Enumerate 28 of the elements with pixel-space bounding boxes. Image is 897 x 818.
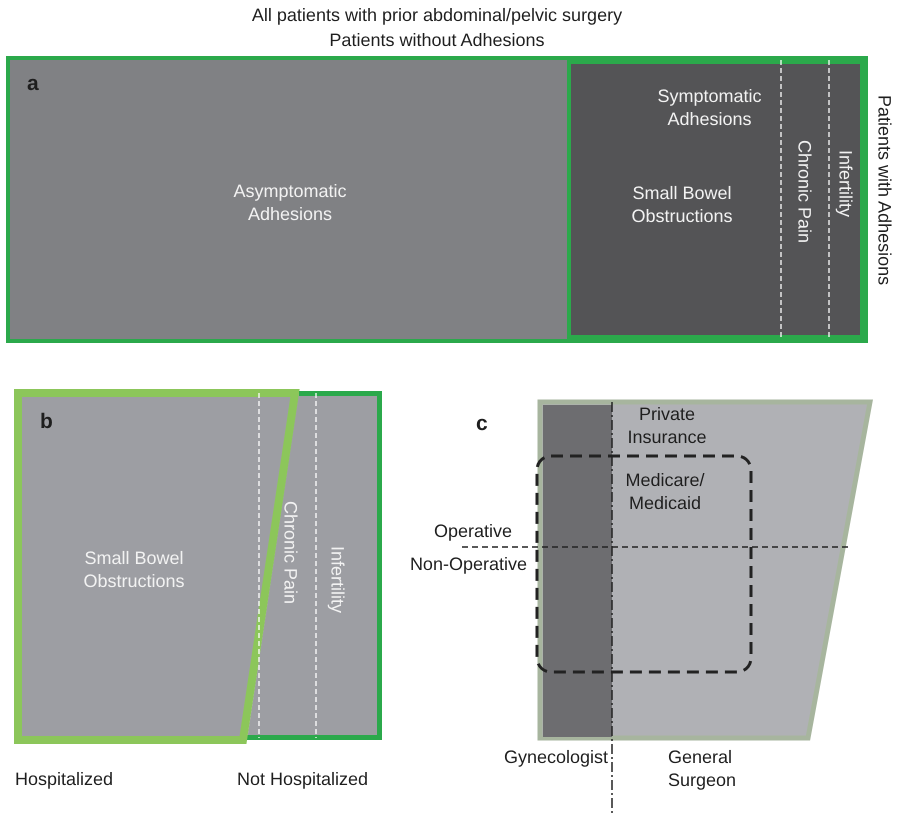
axis-label: Non-Operative [408, 553, 527, 576]
region-label: Infertility [326, 546, 348, 614]
caption-text: All patients with prior abdominal/pelvic surgery [250, 4, 624, 27]
caption-text: Patients without Adhesions [328, 29, 546, 52]
panel-letter: b [40, 409, 53, 435]
region-label: Chronic Pain [793, 140, 816, 244]
region-label: Medicare/ Medicaid [624, 469, 706, 516]
caption-text: Gynecologist [502, 746, 608, 769]
panel-letter: c [476, 411, 488, 437]
region-label: Private Insurance [626, 403, 708, 450]
caption-text: General Surgeon [668, 746, 738, 792]
outline-box [6, 56, 868, 343]
caption-text: Patients with Adhesions [873, 95, 896, 286]
dashed-rounded-box [534, 453, 754, 675]
panel-letter: a [27, 71, 39, 97]
region-label: Infertility [834, 150, 856, 218]
trapezoid-region [14, 389, 299, 744]
trapezoid-region [537, 399, 873, 741]
caption-text: Hospitalized [15, 768, 114, 791]
region-label: Asymptomatic Adhesions [232, 180, 348, 226]
region-box [10, 60, 567, 339]
axis-label: Operative [432, 520, 512, 543]
region-label: Small Bowel Obstructions [630, 182, 734, 228]
region-label: Small Bowel Obstructions [82, 547, 186, 594]
shaded-bar [543, 405, 612, 737]
region-label: Chronic Pain [279, 501, 302, 604]
region-label: Symptomatic Adhesions [656, 85, 763, 132]
caption-text: Not Hospitalized [237, 768, 368, 791]
